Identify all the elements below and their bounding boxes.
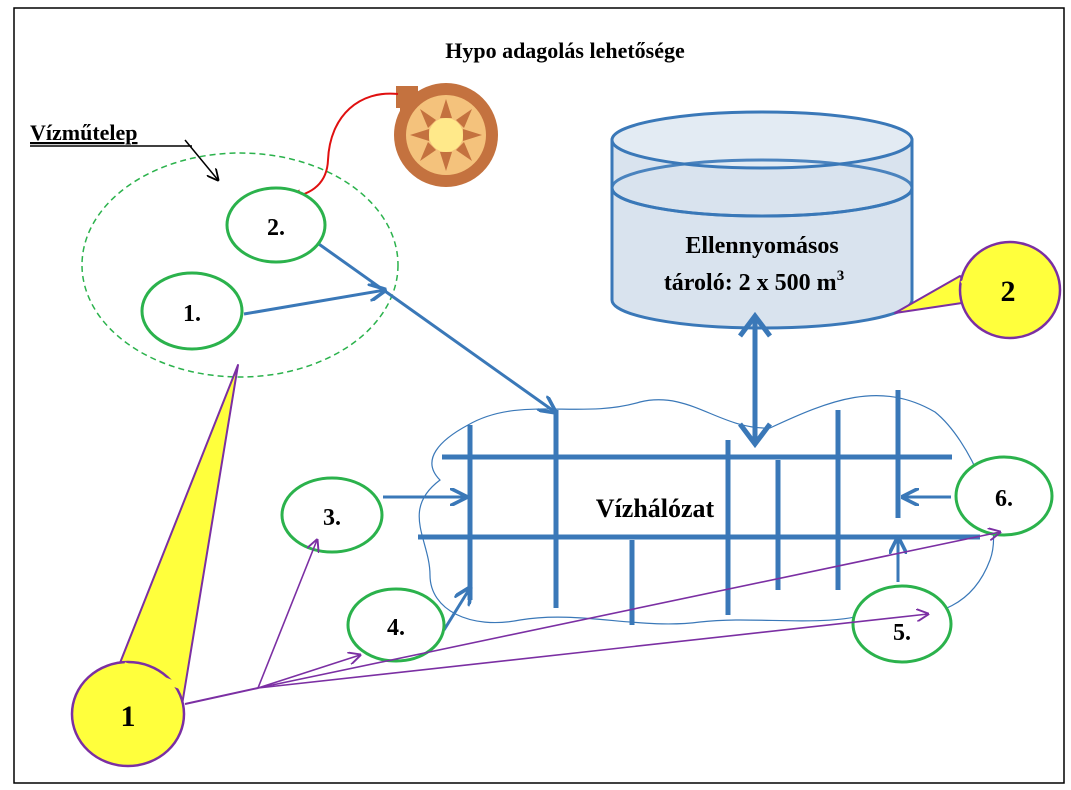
point-1-label: 1. bbox=[183, 301, 201, 327]
point-6: 6. bbox=[954, 455, 1054, 537]
point-2-label: 2. bbox=[267, 215, 285, 241]
tank-label-line1: Ellennyomásos bbox=[685, 233, 838, 259]
storage-tank bbox=[610, 110, 914, 330]
callout-1: 1 bbox=[70, 364, 259, 768]
point-5-label: 5. bbox=[893, 620, 911, 646]
point-4: 4. bbox=[346, 587, 446, 663]
point-3: 3. bbox=[280, 476, 384, 554]
point-1: 1. bbox=[140, 271, 244, 351]
tank-label-line2: tároló: 2 x 500 m3 bbox=[664, 268, 844, 296]
tank-label-unit-exponent: 3 bbox=[837, 268, 845, 284]
plant-label: Vízműtelep bbox=[30, 120, 138, 145]
network-label: Vízhálózat bbox=[596, 494, 715, 523]
frame-border bbox=[13, 7, 1065, 784]
dosing-pump-icon bbox=[394, 83, 498, 187]
callout-1-arrows bbox=[257, 532, 1000, 689]
network-pipes bbox=[418, 390, 980, 625]
point-5: 5. bbox=[851, 584, 953, 664]
plant-label-arrow bbox=[184, 139, 218, 180]
point-4-label: 4. bbox=[387, 615, 405, 641]
point-2: 2. bbox=[225, 186, 327, 264]
callout-2: 2 bbox=[894, 240, 1062, 340]
plant-area-boundary bbox=[81, 152, 399, 378]
point-6-label: 6. bbox=[995, 486, 1013, 512]
callout-1-label: 1 bbox=[121, 700, 136, 733]
hypo-dosing-arrow bbox=[286, 92, 399, 204]
tank-network-link bbox=[738, 311, 772, 449]
point-3-label: 3. bbox=[323, 505, 341, 531]
tank-label-capacity: tároló: 2 x 500 m bbox=[664, 270, 837, 296]
diagram-title: Hypo adagolás lehetősége bbox=[445, 38, 685, 63]
feed-arrows bbox=[243, 240, 951, 631]
callout-2-label: 2 bbox=[1001, 275, 1016, 308]
